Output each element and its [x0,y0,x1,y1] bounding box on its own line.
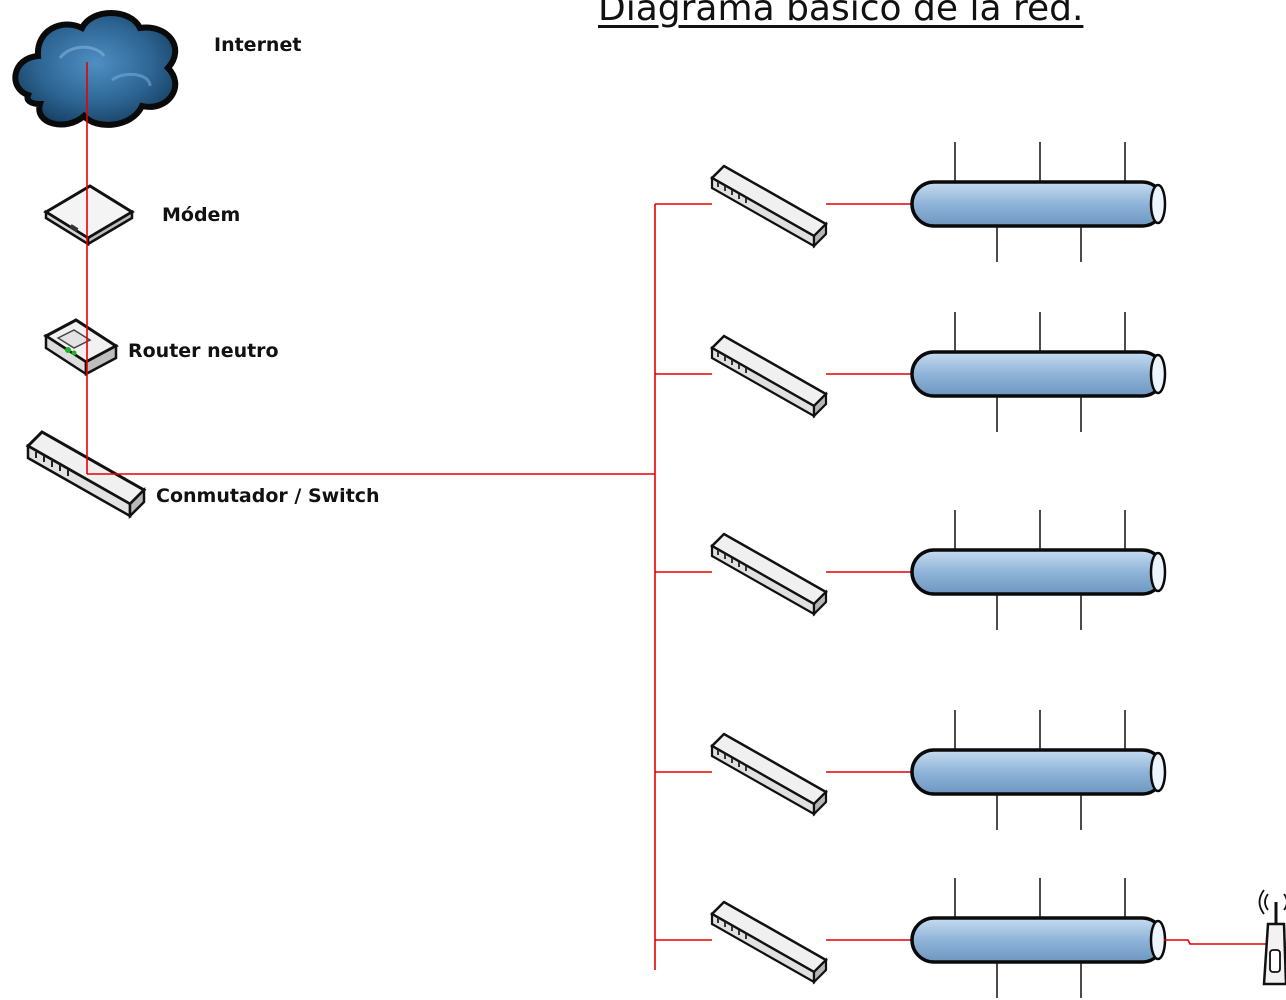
switch-icon [709,732,829,817]
label-switch: Conmutador / Switch [156,485,380,507]
switch-icon [709,532,829,617]
bus-segment [910,748,1167,796]
bus-segment [910,916,1167,964]
branch-4 [655,710,1167,830]
bus-segment [910,548,1167,596]
switch-icon [709,900,829,985]
link-to-access-point [1164,939,1268,945]
cloud-icon [12,10,179,128]
modem-icon [43,184,135,247]
switch-icon [25,430,147,520]
bus-segment [910,180,1167,228]
label-internet: Internet [214,34,302,56]
label-router: Router neutro [128,340,279,362]
wireless-access-point-icon [1258,889,1286,986]
diagram-title: Diagrama básico de la red. [598,0,1084,29]
branch-3 [655,510,1167,630]
branch-1 [655,142,1167,262]
label-modem: Módem [162,204,241,226]
bus-segment [910,350,1167,398]
router-icon [43,318,119,377]
switch-icon [709,334,829,419]
branch-group [655,142,1286,998]
switch-icon [709,164,829,249]
branch-5 [655,878,1286,998]
link-trunk [86,62,656,970]
branch-2 [655,312,1167,432]
